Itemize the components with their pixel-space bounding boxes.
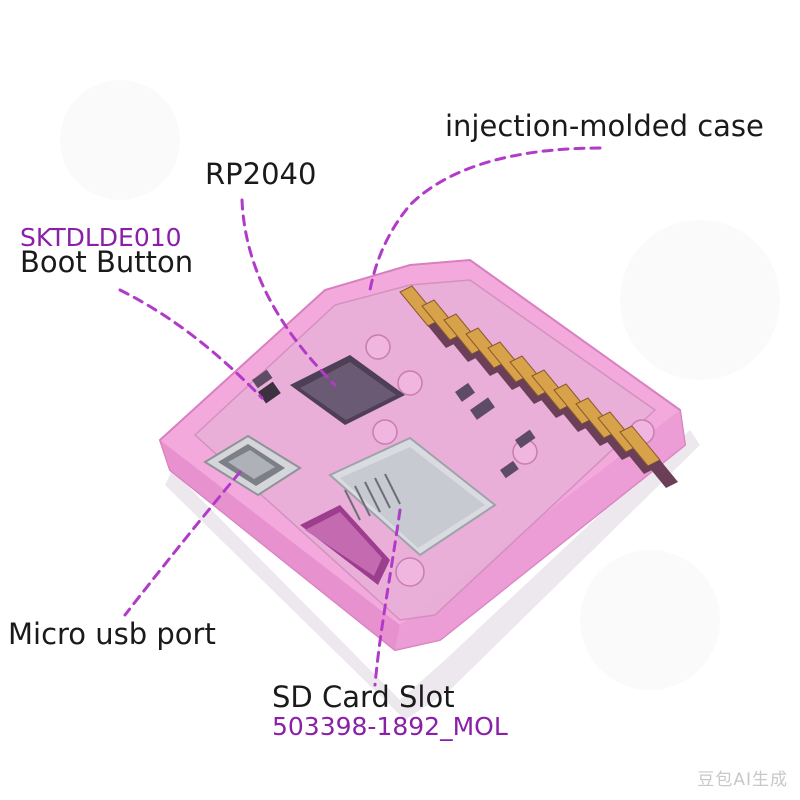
pin-trace [516,376,546,404]
pin-trace [538,390,568,418]
leader-line-rp2040 [240,198,337,387]
pin-trace [648,460,678,488]
pin-trace [560,404,590,432]
label-sd-card-slot: SD Card Slot [272,680,455,714]
label-rp2040: RP2040 [205,157,317,191]
smd-components [251,369,536,479]
label-boot-button: Boot Button [20,245,194,279]
micro-usb-port [203,434,302,497]
leader-line-boot [118,288,264,400]
pin-trace [472,348,502,376]
pin-trace [582,418,612,446]
leader-lines [118,146,602,687]
leader-line-sd [373,508,402,687]
label-sd-part-number: 503398-1892_MOL [272,712,508,741]
label-micro-usb-port: Micro usb port [8,617,216,651]
leader-line-usb [123,470,242,617]
label-boot-part-number: SKTDLDE010 [20,223,182,252]
pin-trace [604,432,634,460]
pin-trace [450,334,480,362]
gold-contacts [399,285,678,488]
pin-trace [626,446,656,474]
pin-trace [428,320,458,348]
watermark-text: 豆包AI生成 [697,770,788,790]
sd-card-slot [300,436,497,585]
leader-line-case [368,146,602,292]
label-injection-molded-case: injection-molded case [445,109,764,143]
rp2040-chip [290,355,405,425]
pin-trace [494,362,524,390]
boot-button [257,381,281,404]
